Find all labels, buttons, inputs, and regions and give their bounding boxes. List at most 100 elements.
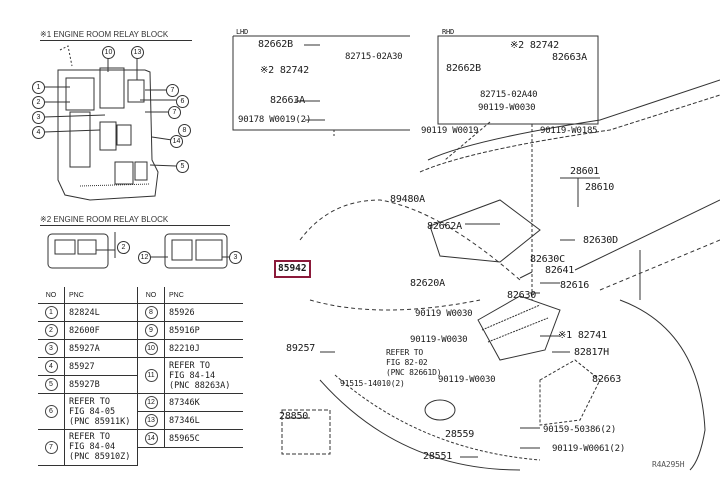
pnc-value: 85927A [64,339,138,358]
row-number: 8 [144,306,158,319]
label-90119-w0019: 90119 W0019 [421,126,479,136]
row-number: 10 [144,342,158,355]
header-pnc-right: PNC [164,287,243,304]
relay-module [127,79,145,103]
header-no-left: NO [38,287,65,304]
label-89257: 89257 [286,343,316,354]
pnc-value: 85965C [164,429,243,448]
label-90119-w0030-a: 90119 W0030 [415,309,473,319]
callout-4: 4 [32,126,45,139]
row-number: 5 [44,378,58,391]
label-82715-02a40: 82715-02A40 [480,90,538,100]
pnc-value: 85927B [64,375,138,394]
callout-14: 14 [170,135,183,148]
table-row: 6 REFER TO FIG 84-05 (PNC 85911K) 12 873… [38,393,243,430]
main-relay-block [477,295,561,361]
label-82742-rhd: ※2 82742 [510,40,559,51]
relay-block-2-title: ※2 ENGINE ROOM RELAY BLOCK [40,215,230,226]
rhd-title: RHD [442,28,455,36]
label-28850: 28850 [279,411,309,422]
row-number: 3 [44,342,58,355]
label-90159-50386: 90159-50386(2) [543,425,617,435]
row-number: 4 [44,360,58,373]
pnc-table: NO PNC NO PNC 1 82824L 8 85926 2 82600F … [38,287,243,466]
relay-block-1-outline [57,69,159,201]
pnc-value: 85926 [164,303,243,322]
row-number: 1 [44,306,58,319]
label-82715-02a30: 82715-02A30 [345,52,403,62]
row-number: 12 [144,396,158,409]
pnc-value: 85916P [164,321,243,340]
pnc-value: REFER TO FIG 84-05 (PNC 85911K) [64,393,138,430]
label-82663a-rhd: 82663A [552,52,587,63]
row-number: 2 [44,324,58,337]
label-90119-w0030-c: 90119-W0030 [438,375,496,385]
fuse-strip [69,111,91,168]
callout-2b: 2 [117,241,130,254]
table-row: 2 82600F 9 85916P [38,321,243,340]
table-row: 4 85927 11 REFER TO FIG 84-14 (PNC 88263… [38,357,243,394]
label-82620a: 82620A [410,278,445,289]
label-90119-w0061: 90119-W0061(2) [552,444,626,454]
callout-1: 1 [32,81,45,94]
table-header-row: NO PNC NO PNC [38,287,243,304]
label-82817h: 82817H [574,347,609,358]
callout-12: 12 [138,251,151,264]
label-82741: ※1 82741 [558,330,607,341]
row-number: 11 [144,369,158,382]
pnc-value: 82600F [64,321,138,340]
label-82662a: 82662A [427,221,462,232]
pnc-value: REFER TO FIG 84-14 (PNC 88263A) [164,357,243,394]
fuse-box-cover [429,199,541,263]
label-82630: 82630 [507,290,537,301]
table-row: 13 87346L [38,411,243,430]
relay-column [99,67,125,109]
label-82616: 82616 [560,280,590,291]
pnc-value: 87346L [164,411,243,430]
label-82630c: 82630C [530,254,565,265]
label-85942-highlighted[interactable]: 85942 [274,260,311,278]
header-pnc-left: PNC [64,287,138,304]
callout-7a: 7 [166,84,179,97]
row-number: 14 [144,432,158,445]
label-refer-fig: FIG 82-02 [386,358,428,367]
pnc-value: 82824L [64,303,138,322]
callout-3b: 3 [229,251,242,264]
label-28601: 28601 [570,166,600,177]
label-90178-w0019: 90178 W0019(2) [238,115,312,125]
relay-block-1-title: ※1 ENGINE ROOM RELAY BLOCK [40,30,192,41]
callout-6: 6 [176,95,189,108]
label-90119-w0030-b: 90119-W0030 [410,335,468,345]
label-91515-14010: 91515-14010(2) [340,379,405,388]
header-no-right: NO [137,287,165,304]
table-row: 3 85927A 10 82210J [38,339,243,358]
fuse-grid [65,77,95,111]
table-row: 5 85927B [38,375,243,394]
label-refer-to: REFER TO [386,348,423,357]
label-82662b-lhd: 82662B [258,39,293,50]
label-82663a-lhd: 82663A [270,95,305,106]
callout-3: 3 [32,111,45,124]
table-row: 1 82824L 8 85926 [38,303,243,322]
label-89480a: 89480A [390,194,425,205]
battery-outline [281,409,331,455]
pnc-value: REFER TO FIG 84-04 (PNC 85910Z) [64,429,138,466]
row-number: 6 [44,405,58,418]
label-82662b-rhd: 82662B [446,63,481,74]
label-90119-w0185: 90119-W0185 [540,126,598,136]
callout-10: 10 [102,46,115,59]
label-82641: 82641 [545,265,575,276]
label-28551: 28551 [423,451,453,462]
row-number: 13 [144,414,158,427]
label-28610: 28610 [585,182,615,193]
figure-id: R4A295H [652,460,685,469]
lhd-title: LHD [236,28,249,36]
relay-block-2-left [47,233,109,269]
label-82630d: 82630D [583,235,618,246]
table-row: 7 REFER TO FIG 84-04 (PNC 85910Z) 14 859… [38,429,243,466]
callout-5: 5 [176,160,189,173]
row-number: 7 [44,440,58,454]
pnc-value: 87346K [164,393,243,412]
callout-8: 8 [178,124,191,137]
